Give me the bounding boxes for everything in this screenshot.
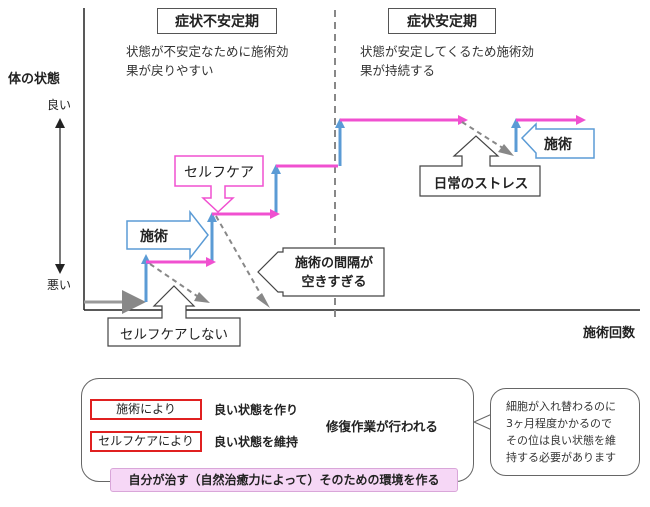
callout-treatment-right: 施術 <box>544 137 572 153</box>
level-4-head <box>458 115 468 125</box>
phase-desc-stable: 状態が安定してくるため施術効 果が持続する <box>360 42 570 80</box>
stress-up-arrow <box>419 135 541 197</box>
note-text: 細胞が入れ替わるのに 3ヶ月程度かかるので その位は良い状態を維 持する必要があ… <box>506 398 636 466</box>
decline-3-head <box>498 144 514 156</box>
decline-1-head <box>194 292 210 303</box>
decline-1 <box>149 263 201 299</box>
y-axis-bad-label: 悪い <box>47 278 72 292</box>
summary-treatment-box: 施術により <box>90 399 202 420</box>
note-line4: 持する必要があります <box>506 451 616 464</box>
summary-selfcare-effect: 良い状態を維持 <box>214 435 299 449</box>
note-line2: 3ヶ月程度かかるので <box>506 417 612 430</box>
interval-arrow <box>257 247 385 297</box>
note-tail <box>472 413 493 431</box>
treatment-left-arrow <box>126 209 209 261</box>
treatment-right-arrow <box>520 122 595 159</box>
callout-treatment-left: 施術 <box>140 229 168 245</box>
phase-title-stable: 症状安定期 <box>388 8 496 34</box>
callout-selfcare: セルフケア <box>184 165 254 181</box>
rise-3-head <box>271 164 281 174</box>
selfcare-down-arrow <box>174 155 264 214</box>
level-2-head <box>270 209 280 219</box>
callout-interval-line2: 空きすぎる <box>301 275 367 290</box>
summary-repair: 修復作業が行われる <box>326 419 438 434</box>
note-bubble <box>490 388 640 476</box>
phase-desc-unstable-line2: 果が戻りやすい <box>126 63 214 78</box>
decline-2-head <box>256 293 270 308</box>
phase-title-unstable: 症状不安定期 <box>157 8 277 34</box>
rise-2-head <box>207 212 217 222</box>
decline-2 <box>215 215 265 301</box>
arrow-down-head <box>55 264 65 274</box>
phase-desc-unstable-line1: 状態が不安定なために施術効 <box>126 44 289 59</box>
callout-interval: 施術の間隔が 空きすぎる <box>286 254 382 292</box>
level-5-head <box>576 115 586 125</box>
phase-desc-unstable: 状態が不安定なために施術効 果が戻りやすい <box>126 42 326 80</box>
phase-desc-stable-line2: 果が持続する <box>360 63 436 78</box>
phase-desc-stable-line1: 状態が安定してくるため施術効 <box>360 44 535 59</box>
note-line3: その位は良い状態を維 <box>506 434 616 447</box>
x-axis-title: 施術回数 <box>583 326 636 341</box>
summary-goal-bar: 自分が治す（自然治癒力によって）そのための環境を作る <box>110 468 458 492</box>
rise-4-head <box>335 118 345 128</box>
rise-5-head <box>511 118 521 128</box>
arrow-up-head <box>55 118 65 128</box>
callout-daily-stress: 日常のストレス <box>433 176 529 192</box>
callout-no-selfcare: セルフケアしない <box>120 327 228 343</box>
summary-panel <box>81 378 474 482</box>
callout-interval-line1: 施術の間隔が <box>294 256 373 271</box>
level-1-head <box>206 257 216 267</box>
summary-treatment-effect: 良い状態を作り <box>214 403 299 417</box>
y-axis-good-label: 良い <box>47 98 72 112</box>
note-line1: 細胞が入れ替わるのに <box>506 400 616 413</box>
y-axis-title: 体の状態 <box>8 72 61 87</box>
no-selfcare-up-arrow <box>107 285 241 347</box>
summary-selfcare-box: セルフケアにより <box>90 431 202 452</box>
